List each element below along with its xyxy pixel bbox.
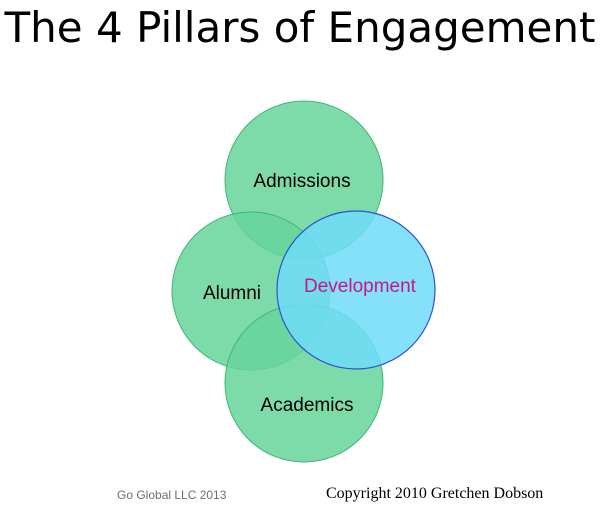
copyright-footer: Copyright 2010 Gretchen Dobson <box>326 485 544 502</box>
alumni-label: Alumni <box>203 283 261 304</box>
academics-label: Academics <box>261 395 354 416</box>
development-label: Development <box>304 276 417 297</box>
company-footer: Go Global LLC 2013 <box>117 488 227 502</box>
admissions-label: Admissions <box>253 171 350 192</box>
development-circle <box>276 210 436 370</box>
page-title: The 4 Pillars of Engagement <box>4 3 596 52</box>
